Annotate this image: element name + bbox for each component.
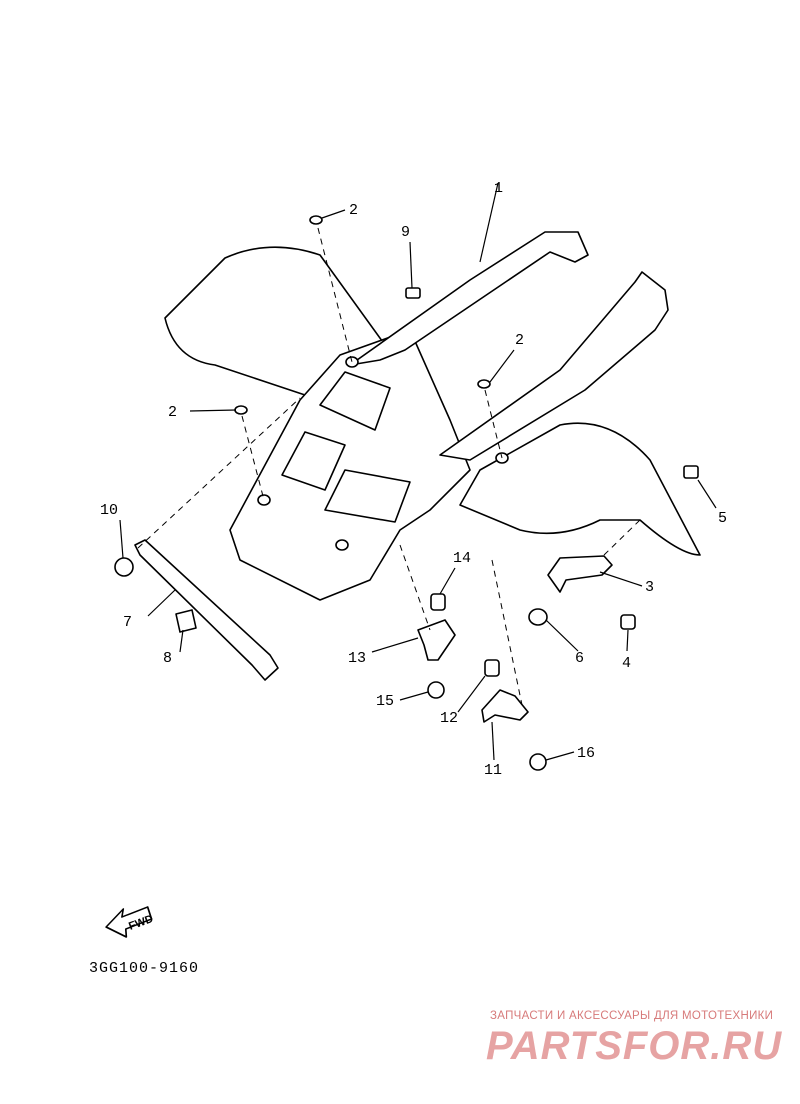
callout-16: 16 xyxy=(577,745,595,762)
stay-bracket xyxy=(114,539,279,681)
callout-labels: 1 2 2 2 3 4 5 6 7 8 9 10 11 12 13 14 15 … xyxy=(100,180,727,779)
diagram-code: 3GG100-9160 xyxy=(89,960,200,977)
callout-12: 12 xyxy=(440,710,458,727)
callout-13: 13 xyxy=(348,650,366,667)
callout-11: 11 xyxy=(484,762,502,779)
callout-4: 4 xyxy=(622,655,631,672)
callout-15: 15 xyxy=(376,693,394,710)
fender-assembly xyxy=(164,231,701,601)
assembly-lines xyxy=(137,227,641,706)
bracket-11 xyxy=(481,659,547,771)
callout-6: 6 xyxy=(575,650,584,667)
callout-5: 5 xyxy=(718,510,727,527)
callout-2: 2 xyxy=(168,404,177,421)
callout-3: 3 xyxy=(645,579,654,596)
fwd-arrow-icon: FWD xyxy=(105,906,155,938)
callout-9: 9 xyxy=(401,224,410,241)
bracket-13 xyxy=(417,593,456,699)
watermark-tagline: ЗАПЧАСТИ И АКСЕССУАРЫ ДЛЯ МОТОТЕХНИКИ xyxy=(490,1010,774,1022)
callout-2: 2 xyxy=(515,332,524,349)
callout-7: 7 xyxy=(123,614,132,631)
callout-1: 1 xyxy=(494,180,503,197)
watermark-logo: PARTSFOR.RU xyxy=(486,1024,783,1068)
callout-8: 8 xyxy=(163,650,172,667)
screw-parts xyxy=(234,215,699,551)
callout-14: 14 xyxy=(453,550,471,567)
callout-2: 2 xyxy=(349,202,358,219)
leader-lines xyxy=(119,182,717,761)
side-bracket xyxy=(528,555,636,630)
callout-10: 10 xyxy=(100,502,118,519)
